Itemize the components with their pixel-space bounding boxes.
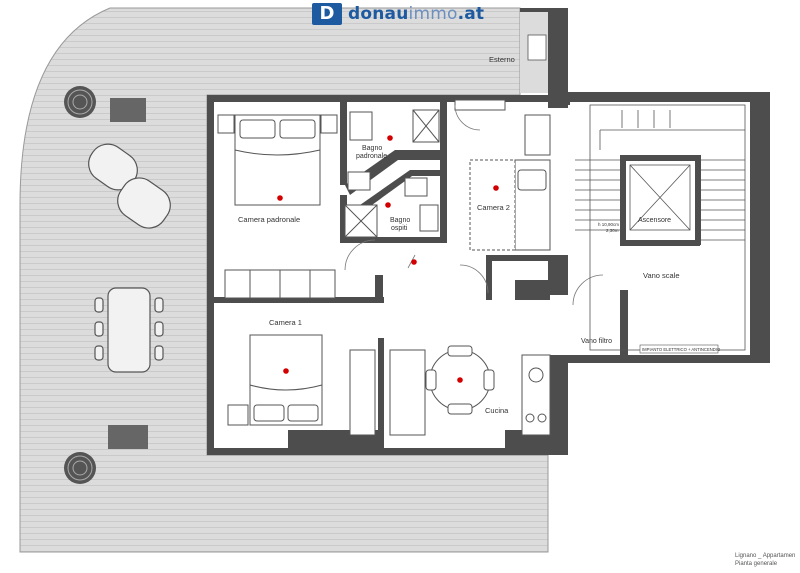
label-cucina: Cucina — [485, 406, 509, 415]
brand-name-light: immo — [408, 4, 458, 24]
guest-bath-fixtures — [344, 204, 439, 238]
marker-corridor — [411, 259, 417, 265]
terrace-pillar-top — [110, 98, 146, 122]
marker-bagno-ospiti — [385, 202, 391, 208]
marker-camera-1 — [283, 368, 289, 374]
stair-note-box — [639, 344, 719, 354]
planter-top — [64, 86, 96, 118]
brand-domain: .at — [457, 4, 485, 24]
camera-2-furniture — [454, 99, 551, 251]
terrace-pillar-bottom — [108, 425, 148, 449]
label-ascensore: Ascensore — [638, 217, 671, 224]
marker-camera-padronale — [277, 195, 283, 201]
brand-logo-icon: D — [312, 3, 342, 25]
plan-caption: Lignano _ Appartamen Pianta generale — [735, 552, 795, 568]
label-camera-2: Camera 2 — [477, 203, 510, 212]
walls — [207, 8, 770, 455]
master-bath-fixtures — [347, 109, 440, 197]
stair-note: IMPIANTO ELETTRICO + ANTINCENDIO — [642, 347, 721, 352]
label-camera-1: Camera 1 — [269, 318, 302, 327]
elevator-dim-2: 2,30m — [606, 228, 619, 233]
kitchen-furniture — [389, 345, 551, 436]
brand-name: donauimmo.at — [348, 4, 484, 24]
label-bagno-padronale-1: Bagno — [362, 145, 382, 152]
plan-caption-title: Lignano _ Appartamen — [735, 553, 796, 559]
marker-bagno-padronale — [387, 135, 393, 141]
label-bagno-padronale-2: padronale — [356, 153, 387, 160]
marker-camera-2 — [493, 185, 499, 191]
brand-logo: D donauimmo.at — [312, 2, 484, 26]
terrace-table — [94, 287, 164, 373]
label-vano-filtro: Vano filtro — [581, 338, 612, 345]
label-bagno-ospiti-2: ospiti — [391, 225, 408, 232]
staircase — [575, 104, 746, 351]
location-markers — [277, 135, 499, 383]
elevator-car — [629, 164, 691, 231]
label-esterno: Esterno — [489, 55, 515, 64]
plan-caption-subtitle: Pianta generale — [735, 561, 778, 567]
master-bed — [217, 114, 338, 206]
label-vano-scale: Vano scale — [643, 271, 680, 280]
label-camera-padronale: Camera padronale — [238, 215, 300, 224]
label-bagno-ospiti-1: Bagno — [390, 217, 410, 224]
camera-1-furniture — [224, 269, 376, 436]
lounge-chair — [88, 143, 171, 229]
esterno-unit — [527, 34, 547, 61]
brand-name-bold: donau — [348, 4, 409, 24]
planter-bottom — [64, 452, 96, 484]
door-swings — [344, 104, 604, 306]
elevator-dim-1: h 10,90cm — [598, 222, 619, 227]
marker-cucina — [457, 377, 463, 383]
